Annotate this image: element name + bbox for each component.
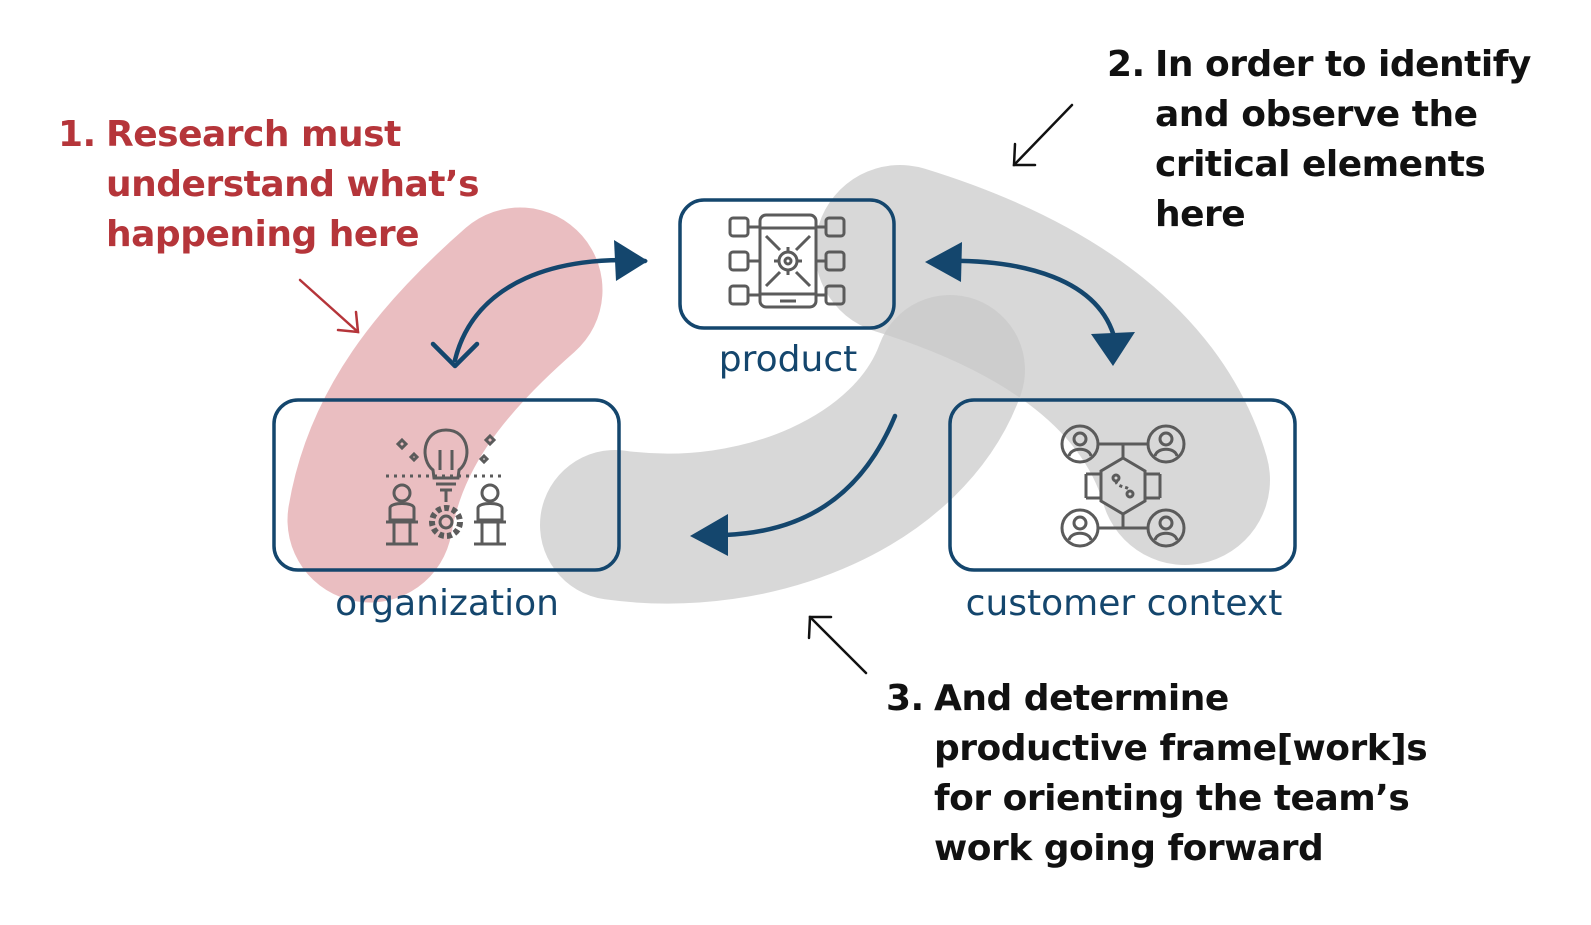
annotation-3: 3. And determine productive frame[work]s… xyxy=(886,674,1428,874)
product-label: product xyxy=(718,339,858,380)
annotation-3-line: And determine xyxy=(934,678,1229,719)
arrow-product-customer-head-down xyxy=(1091,332,1135,366)
annotation-2-number: 2. xyxy=(1107,44,1145,85)
arrow-product-organization-head-bottom xyxy=(430,341,480,369)
pointer-arrow-2 xyxy=(1012,103,1074,167)
arrow-to-organization xyxy=(722,413,898,538)
annotation-3-number: 3. xyxy=(886,678,924,719)
highlight-band-gray-bottom xyxy=(540,295,1025,604)
annotation-1: 1. Research must understand what’s happe… xyxy=(58,110,480,260)
annotation-2-line: and observe the xyxy=(1155,94,1478,135)
highlight-band-red xyxy=(287,207,603,603)
annotation-2-line: here xyxy=(1155,194,1246,235)
arrow-product-organization-head-top xyxy=(614,240,648,281)
product-node-box[interactable] xyxy=(678,198,896,330)
user-network-icon xyxy=(1060,424,1186,548)
organization-node-box[interactable] xyxy=(272,398,621,572)
pointer-arrow-3 xyxy=(807,615,868,675)
idea-teamwork-icon xyxy=(386,428,506,546)
arrow-product-customer xyxy=(932,258,1118,343)
annotation-3-line: for orienting the team’s xyxy=(934,778,1410,819)
annotation-1-number: 1. xyxy=(58,114,96,155)
annotation-1-line: understand what’s xyxy=(106,164,480,205)
annotation-1-line: happening here xyxy=(106,214,420,255)
customer-context-label: customer context xyxy=(965,583,1283,624)
annotation-3-line: work going forward xyxy=(934,828,1324,869)
annotation-2-line: critical elements xyxy=(1155,144,1486,185)
annotation-2-line: In order to identify xyxy=(1155,44,1531,85)
customer-context-node-box[interactable] xyxy=(948,398,1297,572)
arrow-to-organization-head xyxy=(690,514,728,556)
pointer-arrow-1 xyxy=(298,278,360,334)
annotation-2: 2. In order to identify and observe the … xyxy=(1107,40,1531,240)
mobile-app-settings-icon xyxy=(728,213,846,309)
annotation-1-line: Research must xyxy=(106,114,401,155)
annotation-3-line: productive frame[work]s xyxy=(934,728,1428,769)
arrow-product-organization xyxy=(452,257,648,363)
organization-label: organization xyxy=(335,583,559,624)
arrow-product-customer-head-left xyxy=(925,242,962,282)
